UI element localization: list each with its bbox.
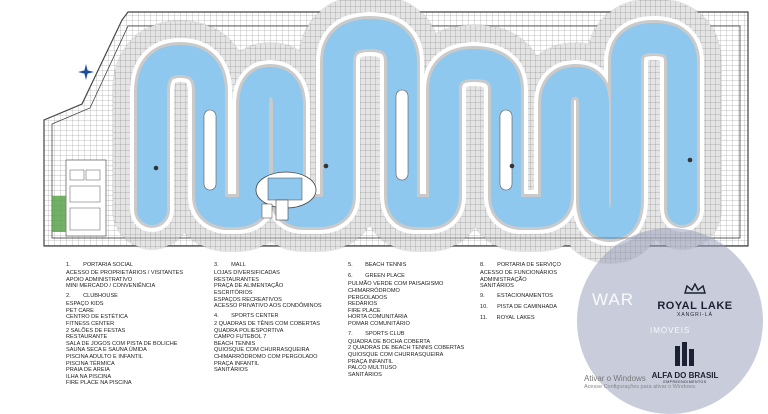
legend-heading: 1. PORTARIA SOCIAL	[66, 262, 133, 268]
legend-item: BEACH TENNIS	[214, 340, 256, 347]
legend-item: FIRE PLACE NA PISCINA	[66, 380, 132, 387]
legend-item: CHIMARRÓDROMO	[348, 287, 400, 294]
legend-item: POMAR COMUNITÁRIO	[348, 320, 410, 327]
legend-item: SANITÁRIOS	[214, 367, 248, 374]
legend-heading: 9. ESTACIONAMENTOS	[480, 292, 553, 299]
legend-spacer	[480, 324, 561, 327]
legend-item: QUIOSQUE COM CHURRASQUEIRA	[214, 347, 310, 354]
windows-activation-title: Ativar o Windows	[584, 374, 646, 383]
imoveis-watermark-text: IMÓVEIS	[650, 326, 691, 335]
alfa-do-brasil-subtitle: EMPREENDIMENTOS	[663, 380, 707, 384]
legend-item: ADMINISTRAÇÃO	[480, 276, 527, 283]
legend-item: QUIOSQUE COM CHURRASQUEIRA	[348, 351, 444, 358]
legend-heading: 3. MALL	[214, 262, 246, 268]
legend-item: PULMÃO VERDE COM PAISAGISMO	[348, 281, 444, 288]
legend-item: ACESSO DE FUNCIONÁRIOS	[480, 270, 558, 277]
legend-item: FIRE PLACE	[348, 307, 381, 314]
royal-lake-water	[137, 19, 697, 239]
legend-item: SAUNA SECA E SAUNA ÚMIDA	[66, 347, 147, 354]
legend-item: RESTAURANTE	[66, 334, 108, 341]
legend-column-4: 8. PORTARIA DE SERVIÇO ACESSO DE FUNCIONÁ…	[480, 262, 561, 327]
legend-item: HORTA COMUNITÁRIA	[348, 314, 408, 321]
legend-item: PET CARE	[66, 307, 94, 314]
legend-item: FITNESS CENTER	[66, 320, 115, 327]
legend-spacer	[348, 378, 464, 381]
legend-spacer	[66, 387, 183, 390]
clubhouse-island	[255, 171, 317, 221]
legend-item: ESPAÇO KIDS	[66, 301, 104, 308]
legend-item: PRAIA DE AREIA	[66, 367, 110, 374]
legend-item: QUADRA POLIESPORTIVA	[214, 327, 284, 334]
legend-item: PRAÇA INFANTIL	[214, 360, 260, 367]
legend-item: ACESSO DE PROPRIETÁRIOS / VISITANTES	[66, 270, 184, 277]
alfa-building-icon	[675, 342, 694, 366]
lake-peninsulas	[203, 89, 513, 191]
legend-item: PISCINA TÉRMICA	[66, 360, 115, 367]
brand-watermark-circle	[577, 228, 763, 414]
sports-center-area	[52, 159, 107, 237]
legend-heading: 7. SPORTS CLUB	[348, 330, 405, 337]
legend-item: ESPAÇOS RECREATIVOS	[214, 296, 282, 303]
legend-heading: 11. ROYAL LAKES	[480, 315, 535, 322]
legend-item: LOJAS DIVERSIFICADAS	[214, 270, 280, 277]
legend-heading: 5. BEACH TENNIS	[348, 262, 407, 268]
windows-activation-subtitle: Acesse Configurações para ativar o Windo…	[584, 384, 697, 390]
legend-item: 2 QUADRAS DE BEACH TENNIS COBERTAS	[348, 345, 465, 352]
north-arrow-icon	[78, 64, 94, 80]
alfa-do-brasil-title: ALFA DO BRASIL	[651, 371, 719, 380]
legend-heading: 8. PORTARIA DE SERVIÇO	[480, 262, 561, 268]
alfa-do-brasil-logo: ALFA DO BRASIL EMPREENDIMENTOS	[650, 340, 720, 384]
legend-item: QUADRA DE BOCHA COBERTA	[348, 338, 431, 345]
legend-item: ACESSO PRIVATIVO AOS CONDÔMINOS	[214, 303, 322, 310]
legend-item: ILHA NA PISCINA	[66, 373, 112, 380]
legend-item: APOIO ADMINISTRATIVO	[66, 276, 133, 283]
legend-heading: 4. SPORTS CENTER	[214, 312, 279, 319]
agency-watermark-text: WAR	[592, 290, 635, 309]
legend-item: SANITÁRIOS	[348, 371, 382, 378]
legend-spacer	[214, 374, 322, 377]
legend-item: CENTRO DE ESTÉTICA	[66, 314, 128, 321]
legend-item: PALCO MULTIUSO	[348, 365, 397, 372]
legend-heading: 2. CLUBHOUSE	[66, 292, 118, 299]
legend-item: PRAÇA INFANTIL	[348, 358, 394, 365]
legend-item: 2 QUADRAS DE TÊNIS COM COBERTAS	[214, 320, 320, 327]
legend-item: 2 SALÕES DE FESTAS	[66, 327, 126, 334]
legend-item: RESTAURANTES	[214, 276, 259, 283]
legend-item: PERGOLADOS	[348, 294, 388, 301]
lake-markers	[153, 157, 693, 171]
xangrila-subtitle: XANGRI-LÁ	[677, 312, 713, 318]
royal-lake-logo: ROYAL LAKE XANGRI-LÁ	[650, 282, 740, 318]
legend-heading: 10. PISTA DE CAMINHADA	[480, 304, 557, 311]
legend-item: MINI MERCADO / CONVENIÊNCIA	[66, 283, 156, 290]
legend-item: SANITÁRIOS	[480, 283, 514, 290]
legend-item: ESCRITÓRIOS	[214, 289, 253, 296]
legend-item: CHIMARRÓDROMO COM PERGOLADO	[214, 353, 318, 360]
crown-icon	[684, 282, 706, 294]
royal-lake-title: ROYAL LAKE	[657, 300, 733, 312]
legend-item: REDÁRIOS	[348, 301, 378, 308]
legend-item: CAMPO FUTEBOL 7	[214, 334, 267, 341]
legend-item: PRAÇA DE ALIMENTAÇÃO	[214, 283, 284, 290]
legend-heading: 6. GREEN PLACE	[348, 273, 405, 280]
legend-item: SALA DE JOGOS COM PISTA DE BOLICHE	[66, 340, 178, 347]
legend-item: PISCINA ADULTO E INFANTIL	[66, 353, 143, 360]
legend-column-1: 1. PORTARIA SOCIAL ACESSO DE PROPRIETÁRIO…	[66, 262, 183, 390]
